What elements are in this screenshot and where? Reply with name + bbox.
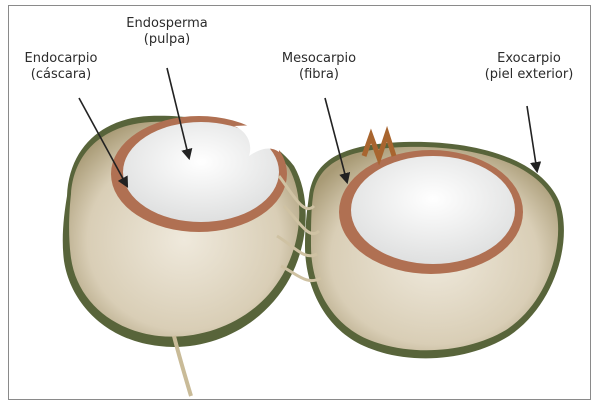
coconut-left-half (63, 116, 306, 396)
label-endosperma: Endosperma (pulpa) (112, 16, 222, 48)
arrow-exocarpio (527, 106, 537, 171)
endosperm-right (351, 156, 515, 264)
label-exocarpio: Exocarpio (piel exterior) (469, 51, 589, 83)
diagram-frame: Endosperma (pulpa) Endocarpio (cáscara) … (8, 5, 591, 400)
label-endocarpio: Endocarpio (cáscara) (11, 51, 111, 83)
label-mesocarpio: Mesocarpio (fibra) (264, 51, 374, 83)
